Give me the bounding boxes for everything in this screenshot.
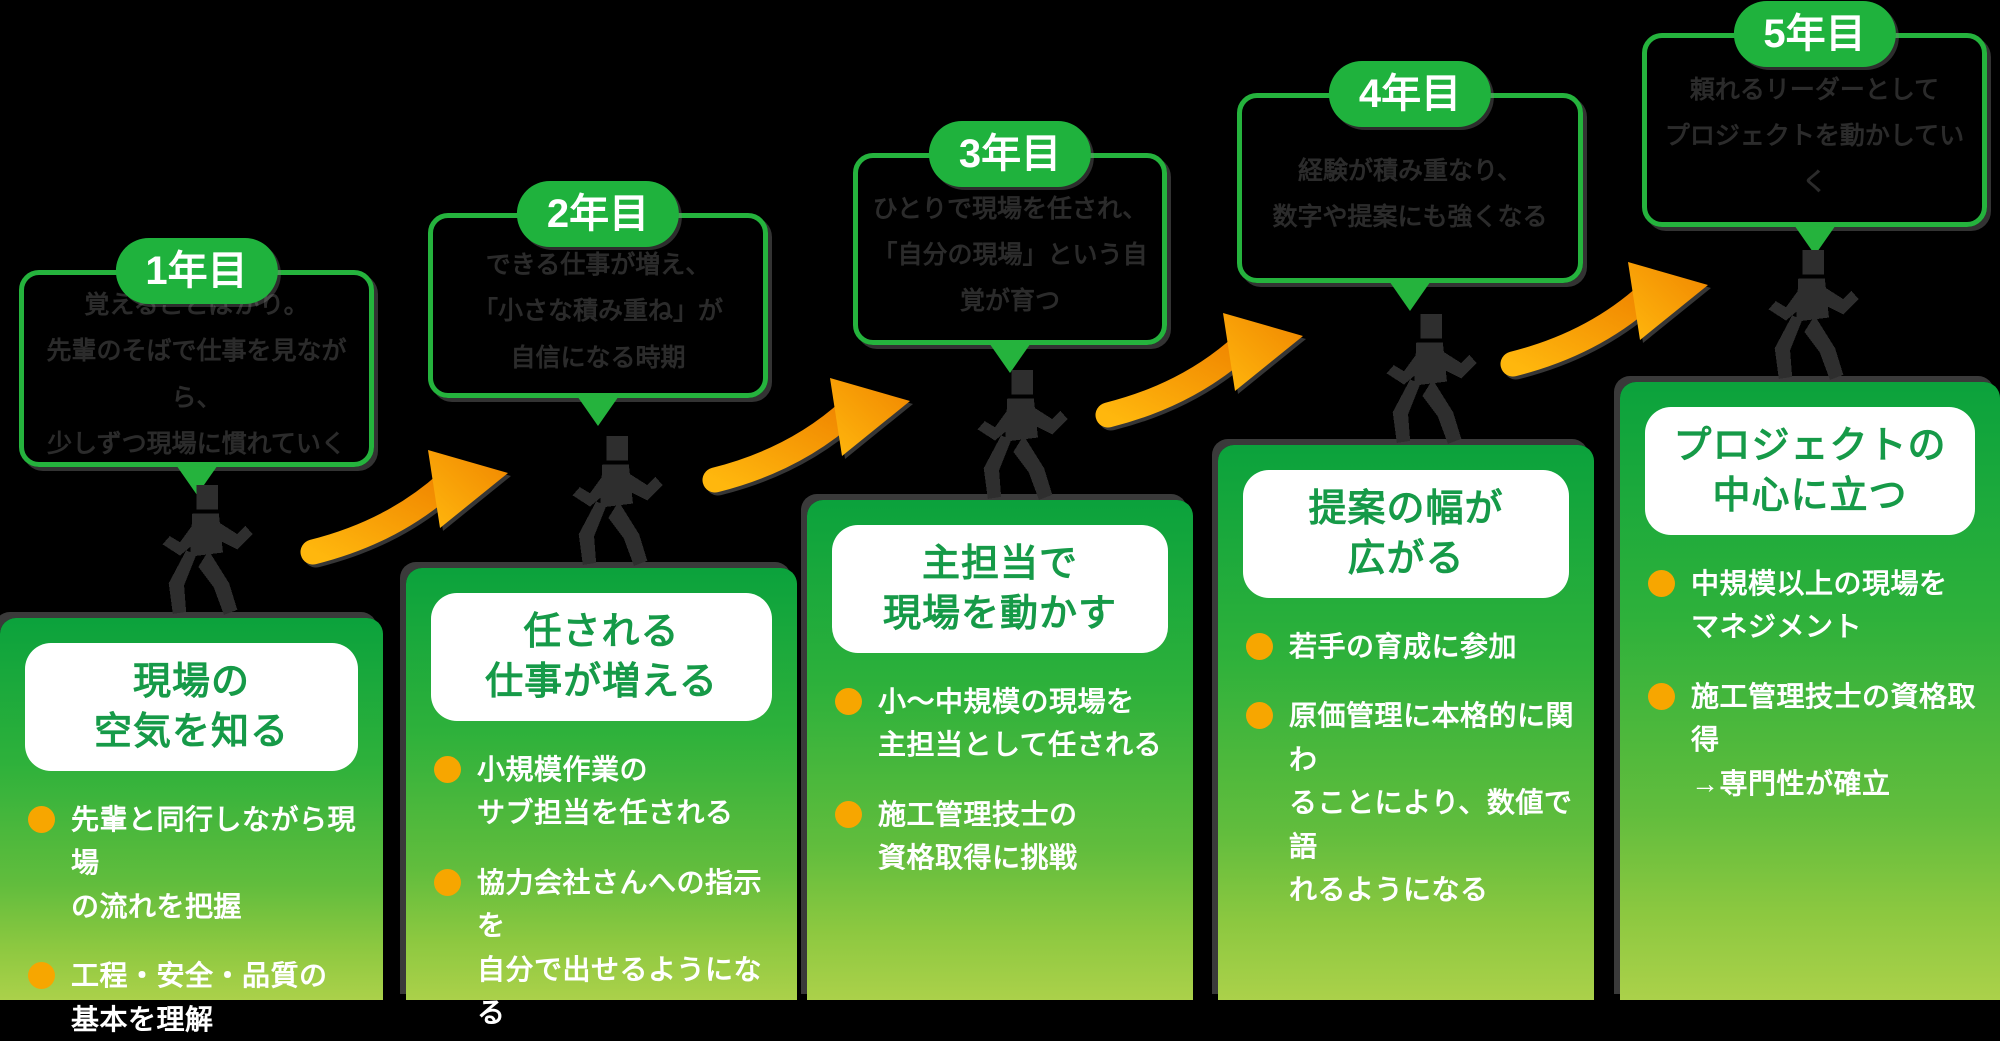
growth-arrow-icon (700, 368, 915, 498)
bullet-item: 小〜中規模の現場を 主担当として任される (835, 680, 1177, 767)
step-title: 現場の 空気を知る (93, 660, 289, 753)
step-title: 主担当で 現場を動かす (882, 542, 1117, 635)
title-card-year4: 提案の幅が 広がる (1243, 470, 1569, 598)
bullet-text: 小〜中規模の現場を 主担当として任される (878, 686, 1163, 761)
step-column-year4: 提案の幅が 広がる 若手の育成に参加 原価管理に本格的に関わ ることにより、数値… (1218, 445, 1594, 1000)
bullet-item: 原価管理に本格的に関わ ることにより、数値で語 れるようになる (1246, 694, 1578, 911)
bullet-list-year5: 中規模以上の現場を マネジメント 施工管理技士の資格取得 →専門性が確立 (1648, 562, 1984, 805)
bullet-dot-icon (1246, 702, 1273, 730)
bullet-text: 先輩と同行しながら現場 の流れを把握 (71, 804, 357, 922)
year-badge: 2年目 (516, 181, 680, 247)
year-badge: 3年目 (928, 121, 1092, 187)
step-title: 提案の幅が 広がる (1308, 487, 1504, 580)
bullet-text: 原価管理に本格的に関わ ることにより、数値で語 れるようになる (1289, 700, 1575, 905)
bullet-text: 協力会社さんへの指示を 自分で出せるようになる (477, 866, 763, 1028)
bullet-item: 若手の育成に参加 (1246, 625, 1578, 668)
step-column-year3: 主担当で 現場を動かす 小〜中規模の現場を 主担当として任される 施工管理技士の… (807, 500, 1193, 1000)
walking-person-icon (162, 485, 253, 615)
bullet-dot-icon (1648, 682, 1675, 710)
walking-person-icon (1768, 250, 1859, 380)
bullet-dot-icon (1246, 633, 1273, 660)
title-card-year2: 任される 仕事が増える (431, 593, 772, 721)
walking-person-icon (1386, 314, 1477, 444)
title-card-year1: 現場の 空気を知る (25, 643, 358, 771)
year-badge: 5年目 (1733, 1, 1896, 67)
bubble-text: できる仕事が増え、 「小さな積み重ね」が 自信になる時期 (472, 251, 723, 372)
bullet-item: 施工管理技士の資格取得 →専門性が確立 (1648, 675, 1984, 805)
step-column-year2: 任される 仕事が増える 小規模作業の サブ担当を任される 協力会社さんへの指示を… (406, 568, 797, 1028)
step-title: プロジェクトの 中心に立つ (1673, 424, 1947, 517)
bullet-dot-icon (835, 800, 862, 828)
bullet-list-year4: 若手の育成に参加 原価管理に本格的に関わ ることにより、数値で語 れるようになる (1246, 625, 1578, 911)
bubble-text: 経験が積み重なり、 数字や提案にも強くなる (1272, 156, 1548, 231)
year-badge: 1年目 (115, 238, 278, 304)
bullet-item: 施工管理技士の 資格取得に挑戦 (835, 793, 1177, 880)
bullet-item: 協力会社さんへの指示を 自分で出せるようになる (434, 861, 781, 1035)
bullet-text: 小規模作業の サブ担当を任される (477, 754, 734, 829)
growth-arrow-icon (298, 440, 513, 570)
bullet-dot-icon (434, 756, 461, 783)
bubble-text: ひとりで現場を任され、 「自分の現場」という自覚が育つ (872, 194, 1148, 316)
bullet-dot-icon (434, 868, 461, 896)
year-badge: 4年目 (1328, 61, 1492, 127)
bullet-text: 工程・安全・品質の 基本を理解 (71, 960, 328, 1035)
walking-person-icon (572, 436, 663, 566)
bubble-text: 頼れるリーダーとして プロジェクトを動かしていく (1664, 75, 1965, 197)
speech-bubble-year4: 4年目 経験が積み重なり、 数字や提案にも強くなる (1237, 61, 1583, 283)
growth-arrow-icon (1498, 252, 1713, 382)
bullet-dot-icon (28, 806, 55, 833)
bullet-text: 施工管理技士の 資格取得に挑戦 (878, 798, 1078, 874)
bullet-text: 若手の育成に参加 (1289, 631, 1518, 662)
bullet-text: 施工管理技士の資格取得 →専門性が確立 (1691, 680, 1977, 799)
bullet-item: 工程・安全・品質の 基本を理解 (28, 954, 367, 1041)
bullet-text: 中規模以上の現場を マネジメント (1691, 568, 1948, 643)
bullet-list-year2: 小規模作業の サブ担当を任される 協力会社さんへの指示を 自分で出せるようになる (434, 748, 781, 1034)
speech-bubble-year2: 2年目 できる仕事が増え、 「小さな積み重ね」が 自信になる時期 (428, 181, 768, 398)
title-card-year5: プロジェクトの 中心に立つ (1645, 407, 1975, 535)
bullet-list-year1: 先輩と同行しながら現場 の流れを把握 工程・安全・品質の 基本を理解 (28, 798, 367, 1041)
bullet-item: 小規模作業の サブ担当を任される (434, 748, 781, 835)
bullet-item: 中規模以上の現場を マネジメント (1648, 562, 1984, 649)
growth-arrow-icon (1093, 303, 1308, 433)
bullet-dot-icon (835, 688, 862, 715)
career-roadmap: 現場の 空気を知る 先輩と同行しながら現場 の流れを把握 工程・安全・品質の 基… (0, 0, 2000, 1000)
step-title: 任される 仕事が増える (485, 610, 718, 703)
bullet-dot-icon (1648, 570, 1675, 597)
step-column-year1: 現場の 空気を知る 先輩と同行しながら現場 の流れを把握 工程・安全・品質の 基… (0, 618, 383, 1035)
speech-bubble-year3: 3年目 ひとりで現場を任され、 「自分の現場」という自覚が育つ (853, 121, 1167, 345)
speech-bubble-year1: 1年目 覚えることばかり。 先輩のそばで仕事を見ながら、 少しずつ現場に慣れてい… (19, 238, 374, 467)
bullet-dot-icon (28, 962, 55, 990)
walking-person-icon (977, 370, 1068, 500)
title-card-year3: 主担当で 現場を動かす (832, 525, 1168, 653)
bullet-item: 先輩と同行しながら現場 の流れを把握 (28, 798, 367, 928)
step-column-year5: プロジェクトの 中心に立つ 中規模以上の現場を マネジメント 施工管理技士の資格… (1620, 382, 2000, 1000)
bullet-list-year3: 小〜中規模の現場を 主担当として任される 施工管理技士の 資格取得に挑戦 (835, 680, 1177, 880)
speech-bubble-year5: 5年目 頼れるリーダーとして プロジェクトを動かしていく (1642, 1, 1987, 227)
